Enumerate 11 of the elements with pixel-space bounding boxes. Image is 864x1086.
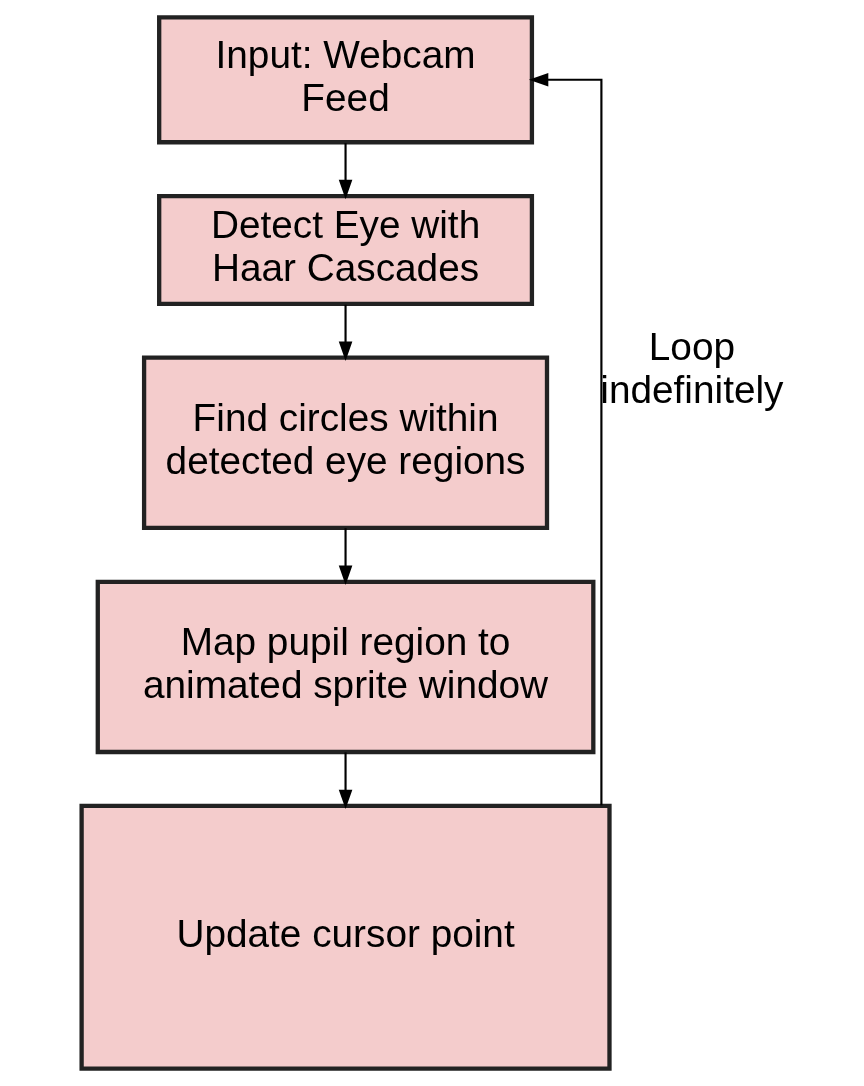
arrow (338, 528, 353, 586)
arrow (338, 143, 353, 200)
node-box: Update cursor point (79, 803, 612, 1071)
arrow (528, 73, 603, 806)
node-box: Find circles within detected eye regions (141, 355, 550, 531)
node-box: Map pupil region to animated sprite window (95, 579, 596, 755)
edge-label: Loop indefinitely (600, 325, 784, 412)
arrow (338, 752, 353, 810)
node-box: Input: Webcam Feed (157, 15, 535, 145)
node-box: Detect Eye with Haar Cascades (157, 193, 535, 306)
arrow (338, 304, 353, 361)
